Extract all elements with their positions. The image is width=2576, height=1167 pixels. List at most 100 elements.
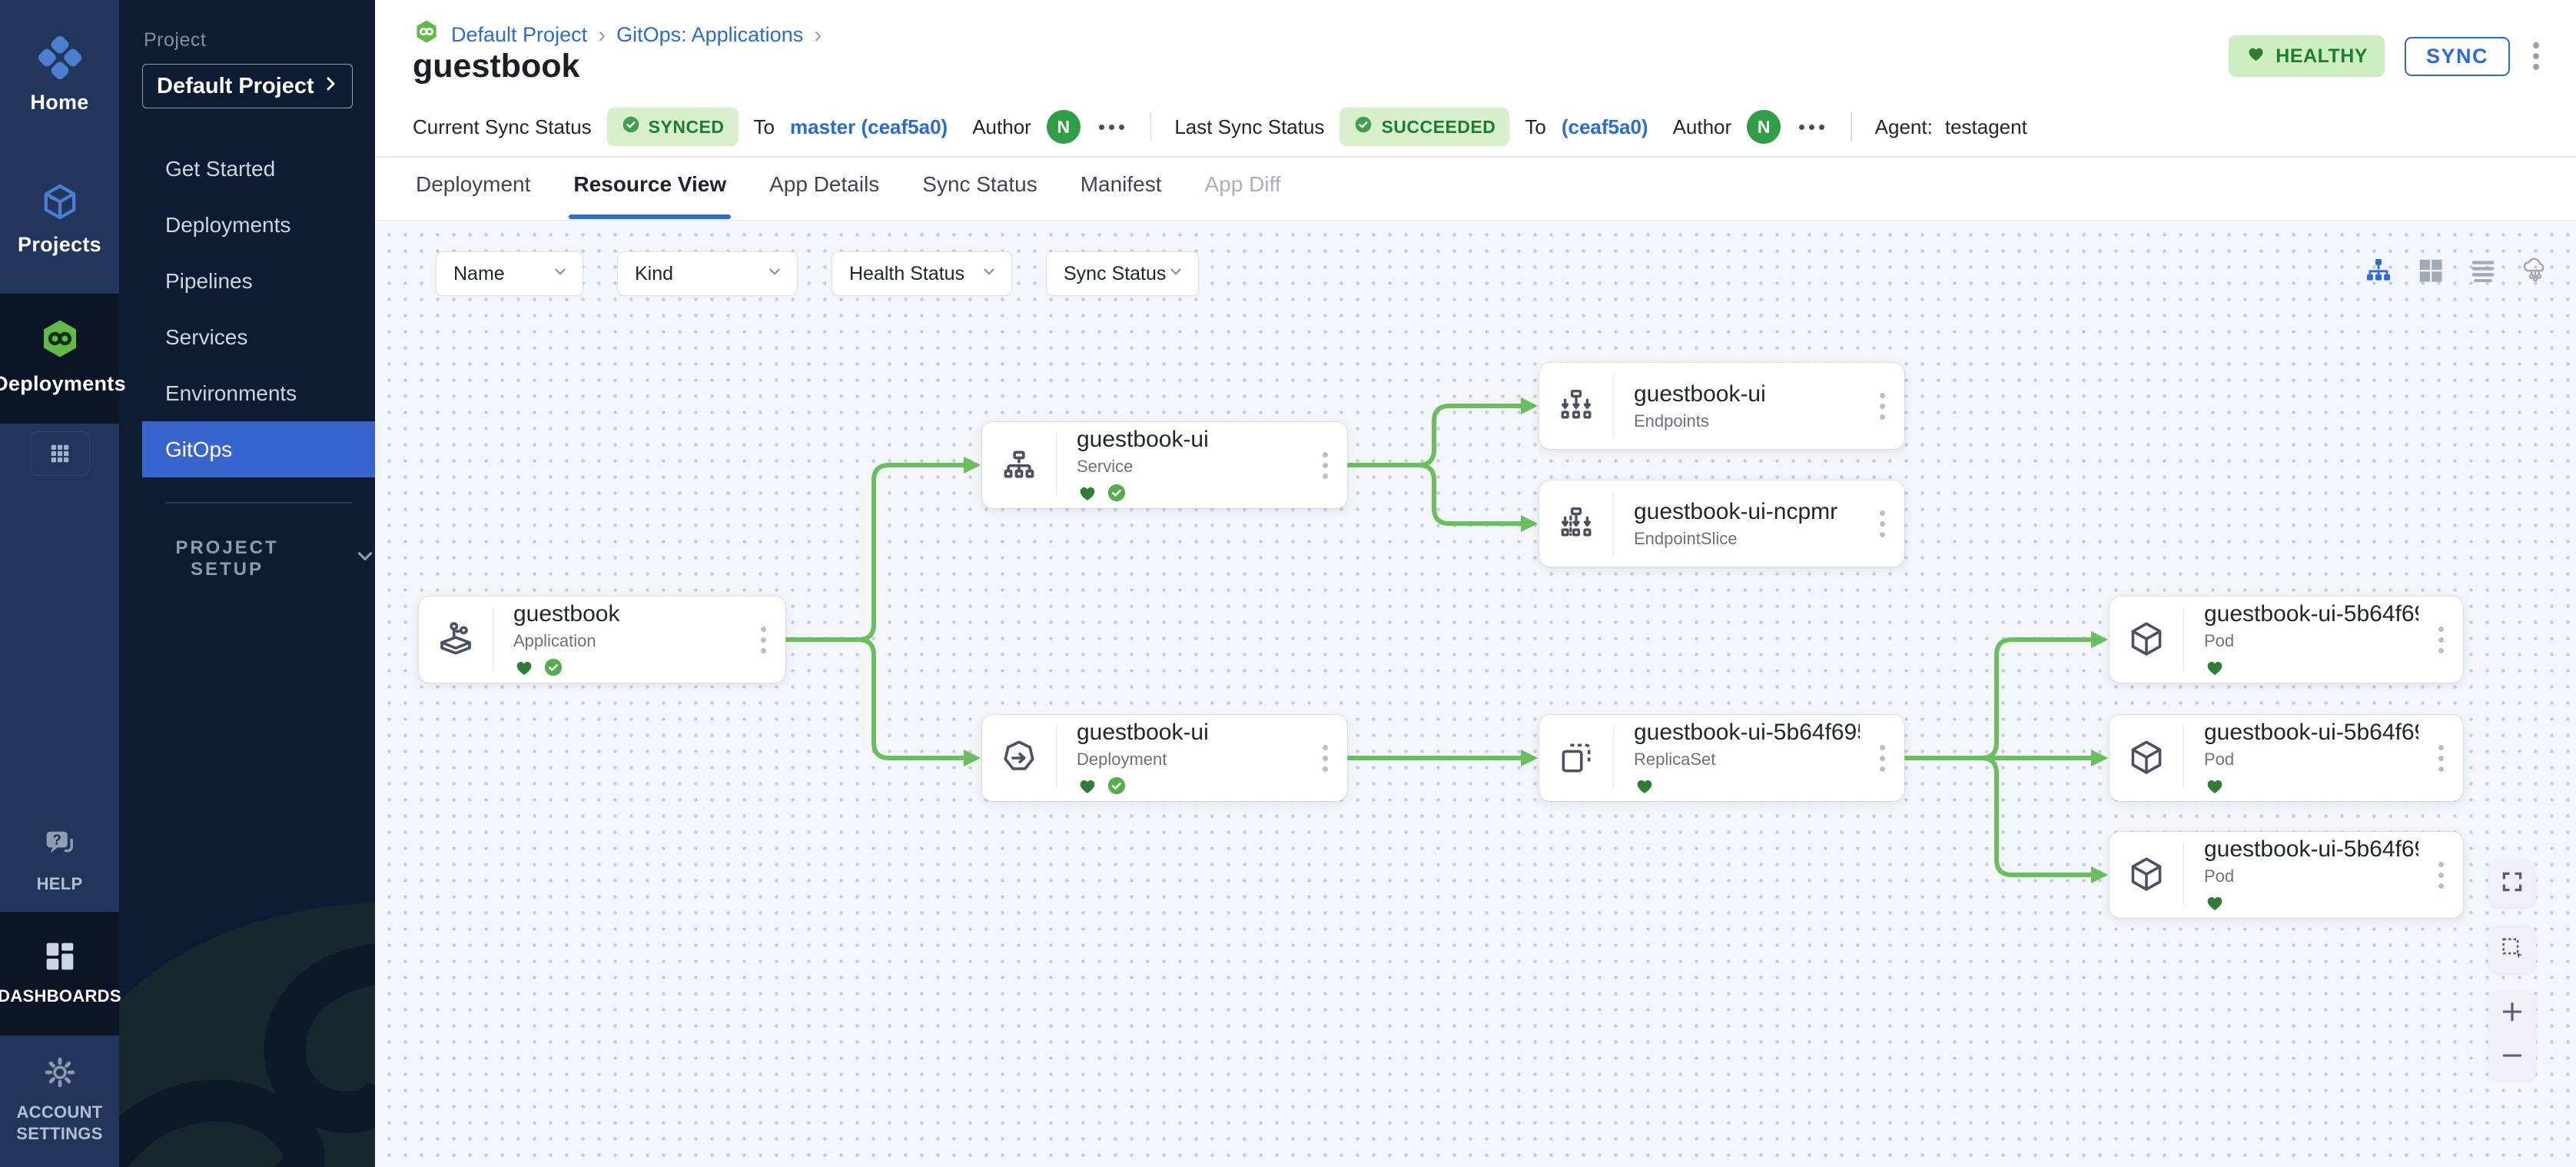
zoom-out-button[interactable] — [2499, 1042, 2525, 1072]
sidebar-item-pipelines[interactable]: Pipelines — [165, 268, 253, 293]
tree-view-icon[interactable] — [2364, 256, 2393, 285]
breadcrumb-gitops-applications[interactable]: GitOps: Applications — [616, 23, 804, 46]
more-menu-icon[interactable] — [2530, 39, 2542, 73]
page-header: Default Project › GitOps: Applications ›… — [375, 0, 2576, 221]
node-menu-button[interactable] — [1303, 715, 1347, 801]
resource-status-icons — [2204, 892, 2418, 913]
svg-text:?: ? — [52, 832, 61, 848]
node-menu-button[interactable] — [741, 597, 785, 683]
node-menu-button[interactable] — [2418, 597, 2463, 683]
nav-dashboards[interactable]: DASHBOARDS — [0, 911, 121, 1036]
resource-status-icons — [1634, 775, 1860, 796]
project-selector[interactable]: Default Project — [142, 64, 353, 108]
help-chat-icon: ? — [40, 824, 80, 864]
topology-view-icon[interactable] — [2521, 256, 2550, 285]
resource-name: guestbook-ui-5b64f69597 — [1634, 720, 1860, 745]
primary-sidebar: Home Projects Deployments ? HELP — [0, 0, 126, 1167]
resource-node-pod-guestbook-ui-5b64f6959[interactable]: guestbook-ui-5b64f6959...Pod — [2110, 715, 2463, 801]
tab-deployment[interactable]: Deployment — [416, 172, 531, 196]
sidebar-item-gitops[interactable]: GitOps — [142, 421, 375, 477]
breadcrumb-project[interactable]: Default Project — [451, 23, 588, 46]
node-menu-button[interactable] — [1303, 422, 1347, 508]
filter-kind[interactable]: Kind — [617, 251, 798, 296]
replicaset-icon — [1539, 726, 1614, 790]
resource-status-icons — [1077, 482, 1303, 504]
breadcrumb-separator: › — [598, 22, 606, 48]
resource-kind: Pod — [2204, 631, 2235, 650]
module-grid-button[interactable] — [29, 431, 90, 476]
chevron-down-icon — [1167, 263, 1184, 285]
tab-sync-status[interactable]: Sync Status — [922, 172, 1037, 196]
resource-kind: Deployment — [1077, 750, 1167, 769]
project-setup-toggle[interactable]: PROJECT SETUP — [165, 537, 375, 580]
nav-home-label: Home — [30, 91, 89, 114]
nav-home[interactable]: Home — [0, 17, 119, 131]
endpointslice-icon — [1539, 492, 1614, 555]
current-sync-target-link[interactable]: master (ceaf5a0) — [789, 115, 948, 138]
more-options-icon[interactable] — [1096, 124, 1127, 130]
resource-node-pod-guestbook-ui-5b64f6959[interactable]: guestbook-ui-5b64f6959...Pod — [2110, 597, 2463, 683]
filter-name[interactable]: Name — [436, 251, 583, 296]
tab-manifest[interactable]: Manifest — [1080, 172, 1162, 196]
resource-node-replicaset-guestbook-ui-5b64f69597[interactable]: guestbook-ui-5b64f69597ReplicaSet — [1539, 715, 1904, 801]
author-label: Author — [1672, 115, 1732, 138]
node-menu-button[interactable] — [2418, 715, 2463, 801]
resource-node-pod-guestbook-ui-5b64f6959[interactable]: guestbook-ui-5b64f6959...Pod — [2110, 832, 2463, 918]
node-menu-button[interactable] — [1860, 715, 1904, 801]
zoom-in-button[interactable] — [2499, 999, 2525, 1029]
node-menu-button[interactable] — [1860, 363, 1904, 449]
nav-projects[interactable]: Projects — [0, 164, 119, 274]
more-options-icon[interactable] — [1796, 124, 1827, 130]
check-circle-icon — [621, 115, 641, 139]
sidebar-item-services[interactable]: Services — [165, 324, 248, 349]
nav-account-settings[interactable]: ACCOUNT SETTINGS — [0, 1036, 119, 1167]
resource-node-body: guestbook-ui-5b64f6959...Pod — [2184, 715, 2418, 801]
list-view-icon[interactable] — [2468, 256, 2498, 285]
sidebar-item-environments[interactable]: Environments — [165, 381, 297, 405]
tab-app-diff[interactable]: App Diff — [1204, 172, 1281, 196]
nav-help[interactable]: ? HELP — [0, 807, 119, 912]
sync-button[interactable]: SYNC — [2404, 36, 2510, 76]
sidebar-item-deployments[interactable]: Deployments — [165, 212, 291, 237]
resource-status-icons — [2204, 657, 2418, 678]
grid-view-icon[interactable] — [2416, 256, 2445, 285]
zoom-controls — [2488, 990, 2536, 1081]
sidebar-item-get-started[interactable]: Get Started — [165, 156, 276, 181]
filter-sync-status[interactable]: Sync Status — [1046, 251, 1199, 296]
nav-deployments[interactable]: Deployments — [0, 294, 126, 424]
heart-icon — [1080, 487, 1095, 500]
filter-health-status[interactable]: Health Status — [832, 251, 1012, 296]
main-content: Default Project › GitOps: Applications ›… — [375, 0, 2576, 1167]
agent-value: testagent — [1944, 115, 2027, 138]
last-sync-target-link[interactable]: (ceaf5a0) — [1561, 115, 1648, 138]
tab-resource-view[interactable]: Resource View — [569, 172, 731, 219]
marquee-select-button[interactable] — [2488, 926, 2536, 973]
check-circle-icon — [1107, 776, 1126, 795]
resource-name: guestbook-ui — [1077, 720, 1209, 745]
node-menu-button[interactable] — [1860, 480, 1904, 567]
resource-kind: Pod — [2204, 866, 2235, 886]
resource-tree-canvas[interactable]: Name Kind Health Status Sync Status guestbo… — [375, 221, 2576, 1167]
resource-kind: ReplicaSet — [1634, 750, 1716, 769]
node-menu-button[interactable] — [2418, 832, 2463, 918]
sync-status-bar: Current Sync Status SYNCED To master (ce… — [413, 108, 2027, 146]
fullscreen-button[interactable] — [2488, 859, 2536, 907]
resource-name: guestbook-ui-ncpmr — [1634, 498, 1838, 524]
heart-icon — [1637, 780, 1652, 793]
tab-app-details[interactable]: App Details — [769, 172, 880, 196]
divider — [1150, 112, 1152, 141]
resource-kind: EndpointSlice — [1634, 528, 1738, 548]
health-status-label: HEALTHY — [2276, 45, 2368, 67]
breadcrumb: Default Project › GitOps: Applications › — [413, 18, 822, 52]
